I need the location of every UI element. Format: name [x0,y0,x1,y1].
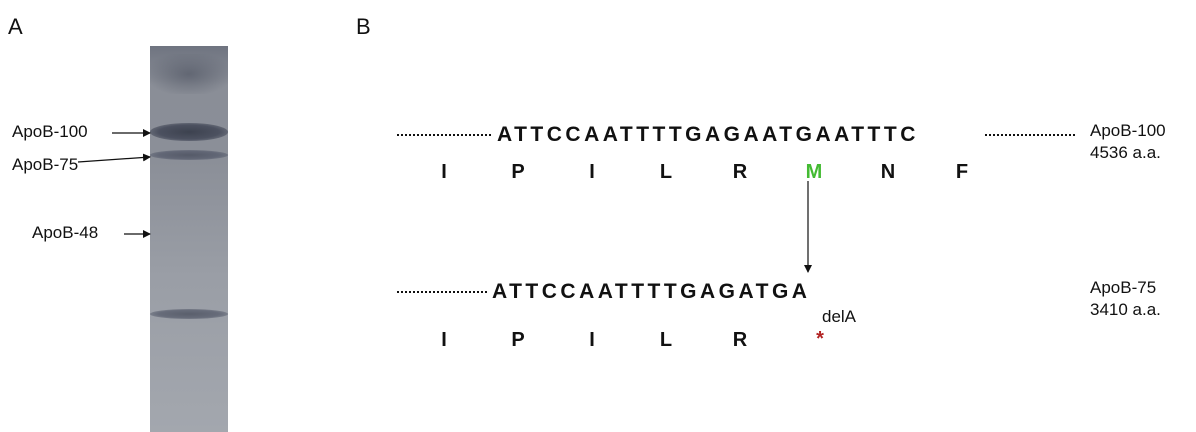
gel-label-apob-100: ApoB-100 [12,122,88,141]
band-apob-75 [150,150,228,160]
gel-label-apob-48: ApoB-48 [32,223,99,242]
protein-label-wildtype: ApoB-100 4536 a.a. [1090,120,1166,164]
gel-label-apob-75: ApoB-75 [12,155,79,174]
protein-name: ApoB-100 [1090,121,1166,140]
amino-acid: I [589,329,595,351]
gel-lane [150,46,228,432]
panel-label-a: A [8,14,23,39]
amino-acid: R [732,161,748,183]
amino-acid: I [441,161,447,183]
protein-length: 3410 a.a. [1090,300,1161,319]
amino-acid: F [955,161,969,183]
dna-sequence-mutant: ATTCCAATTTTGAGATGA [492,280,811,303]
arrow-apob-75 [77,153,151,163]
protein-name: ApoB-75 [1090,278,1157,297]
amino-acid: P [511,329,525,351]
protein-length: 4536 a.a. [1090,143,1161,162]
amino-acid-methionine: M [805,161,823,183]
amino-acid: R [732,329,748,351]
amino-acid: I [589,161,595,183]
dna-sequence-wildtype: ATTCCAATTTTGAGAATGAATTTC [497,123,919,146]
mutation-label: delA [822,307,857,326]
stop-codon-marker: * [816,328,824,350]
protein-label-mutant: ApoB-75 3410 a.a. [1090,277,1161,321]
band-apob-48 [150,309,228,319]
gel-well-smear [150,54,228,94]
band-apob-100 [150,123,228,141]
amino-acid: I [441,329,447,351]
amino-acid: N [880,161,896,183]
amino-acid: L [659,161,673,183]
amino-acid: L [659,329,673,351]
amino-acid: P [511,161,525,183]
panel-label-b: B [356,14,371,39]
